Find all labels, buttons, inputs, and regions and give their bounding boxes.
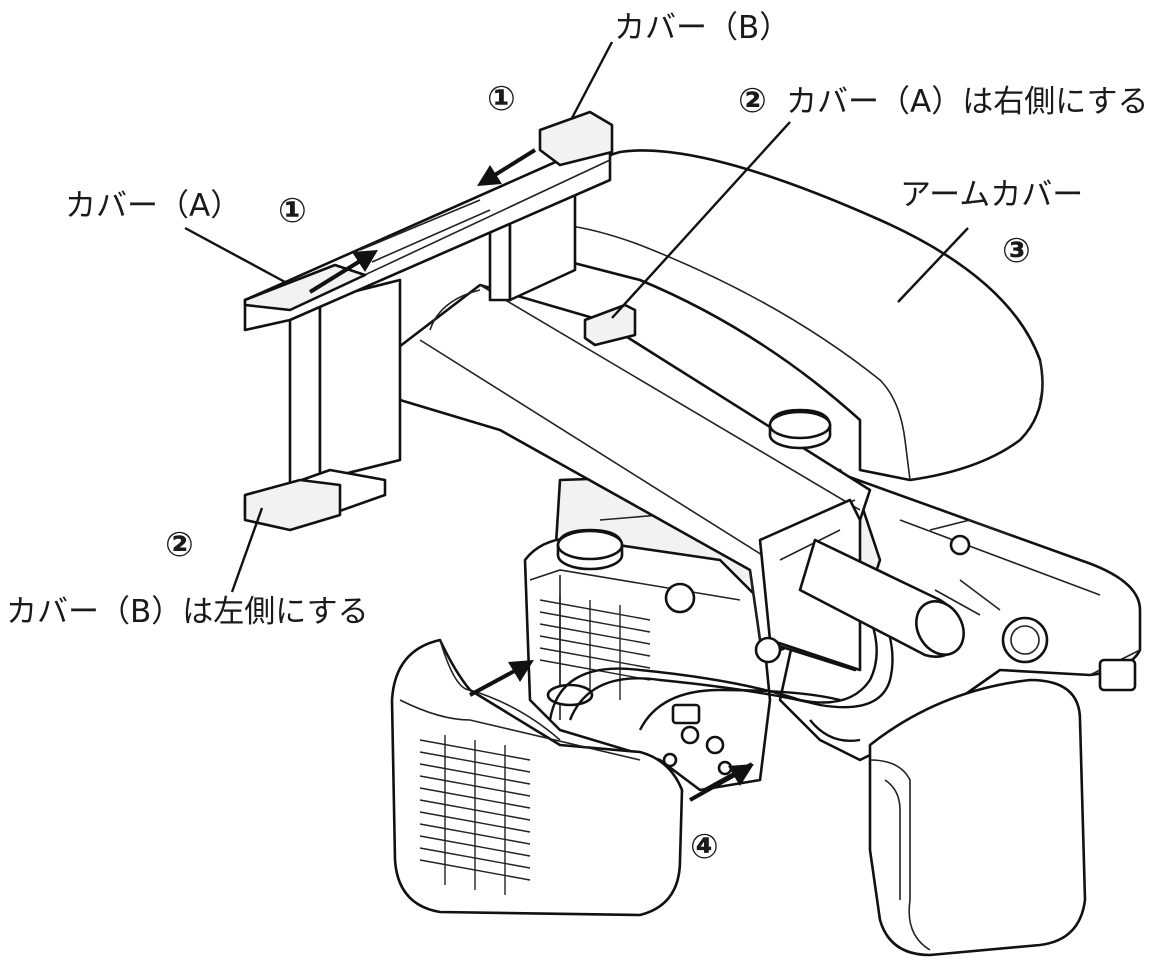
step-2-left: ②	[165, 525, 194, 565]
label-cover-a: カバー（A）	[65, 188, 241, 224]
connection-box-vent	[539, 595, 651, 700]
mount-screw-2	[754, 636, 782, 664]
leader-cover-a	[184, 226, 286, 284]
side-cover	[868, 678, 1087, 957]
step-4: ④	[690, 827, 719, 867]
arrow-front-cover-attach	[469, 660, 534, 697]
label-cover-b-left: カバー（B）は左側にする	[6, 594, 369, 630]
mount-screw-1	[664, 582, 696, 614]
cover-b-lower-piece	[243, 478, 342, 532]
cable-bundle	[548, 559, 894, 742]
arrow-side-attach	[689, 762, 754, 802]
leader-cover-b-top	[570, 41, 614, 119]
step-1-left: ①	[278, 191, 307, 231]
arrow-cover-b-slide	[477, 148, 537, 186]
adjust-knob-upper	[768, 408, 832, 450]
adjust-knob-lower	[556, 528, 624, 571]
leader-cover-a-right	[611, 121, 791, 319]
connection-box	[523, 528, 772, 792]
step-3: ③	[1002, 231, 1031, 271]
arm-cylinder	[798, 538, 1001, 658]
step-2-top: ②	[738, 81, 767, 121]
arrow-cover-a-slide	[308, 250, 378, 294]
front-cover	[390, 638, 684, 917]
cover-b-piece	[538, 110, 614, 167]
front-cover-vent	[419, 735, 531, 895]
label-cover-a-right: カバー（A）は右側にする	[786, 84, 1149, 120]
label-cover-b-top: カバー（B）	[614, 10, 790, 46]
leader-arm-cover	[897, 227, 969, 303]
step-1-top: ①	[487, 79, 516, 119]
arm-cover	[563, 149, 1044, 482]
leader-cover-b-left	[230, 507, 264, 593]
label-arm-cover: アームカバー	[900, 177, 1083, 213]
